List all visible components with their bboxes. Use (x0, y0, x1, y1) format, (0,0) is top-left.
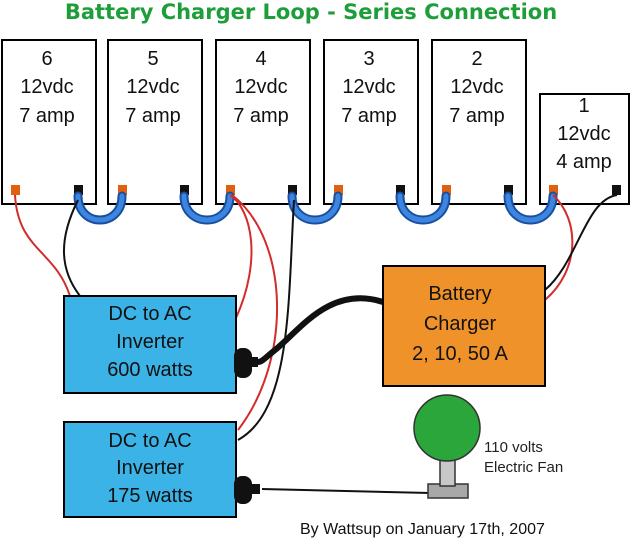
inverter-175: DC to AC Inverter 175 watts (63, 421, 260, 518)
battery-3-positive-terminal (334, 185, 343, 195)
battery-1-negative-terminal (612, 185, 621, 195)
battery-6: 6 12vdc 7 amp (1, 39, 97, 205)
battery-3-number: 3 (363, 48, 374, 70)
battery-6-current: 7 amp (19, 105, 75, 127)
inverter-175-line1: DC to AC (108, 430, 191, 452)
cable-charger-to-inverter-600 (257, 295, 384, 365)
red-wire-b4-to-inverter-175 (231, 194, 279, 431)
inverter-175-plug (234, 476, 252, 504)
inverter-600-line3: 600 watts (107, 359, 193, 381)
battery-2: 2 12vdc 7 amp (431, 39, 527, 205)
diagram-title: Battery Charger Loop - Series Connection (65, 0, 557, 24)
battery-3: 3 12vdc 7 amp (323, 39, 419, 205)
battery-1-number: 1 (578, 95, 589, 117)
red-wire-b4-to-inverter-600 (229, 194, 253, 319)
battery-4-voltage: 12vdc (234, 76, 287, 98)
inverter-600-line1: DC to AC (108, 303, 191, 325)
battery-4-positive-terminal (226, 185, 235, 195)
inverter-175-line3: 175 watts (107, 485, 193, 507)
battery-charger: Battery Charger 2, 10, 50 A (382, 265, 546, 387)
battery-4-number: 4 (255, 48, 266, 70)
battery-4-current: 7 amp (233, 105, 289, 127)
battery-4-negative-terminal (288, 185, 297, 195)
battery-5-current: 7 amp (125, 105, 181, 127)
charger-line2: Charger (424, 313, 497, 335)
red-wire-b1-to-charger (544, 194, 574, 301)
battery-2-positive-terminal (442, 185, 451, 195)
fan-label-line2: Electric Fan (484, 459, 563, 476)
inverter-600-plug (234, 348, 252, 378)
cable-inverter-175-to-fan (261, 488, 431, 494)
battery-1: 1 12vdc 4 amp (539, 93, 630, 205)
charger-line3: 2, 10, 50 A (412, 343, 508, 365)
battery-6-positive-terminal (11, 185, 20, 195)
battery-2-current: 7 amp (449, 105, 505, 127)
wires (14, 194, 618, 494)
battery-2-negative-terminal (504, 185, 513, 195)
battery-1-current: 4 amp (556, 151, 612, 173)
battery-5-negative-terminal (180, 185, 189, 195)
fan-label-line1: 110 volts (484, 439, 543, 456)
author-credit: By Wattsup on January 17th, 2007 (300, 521, 545, 538)
battery-6-number: 6 (41, 48, 52, 70)
battery-2-number: 2 (471, 48, 482, 70)
battery-3-current: 7 amp (341, 105, 397, 127)
battery-6-negative-terminal (74, 185, 83, 195)
fan-head (413, 394, 481, 462)
black-wire-b1-to-charger (544, 194, 618, 291)
battery-2-voltage: 12vdc (450, 76, 503, 98)
battery-5-voltage: 12vdc (126, 76, 179, 98)
red-wire-b6-to-inverter-600 (14, 194, 71, 297)
battery-3-voltage: 12vdc (342, 76, 395, 98)
battery-5: 5 12vdc 7 amp (107, 39, 203, 205)
battery-6-voltage: 12vdc (20, 76, 73, 98)
black-wire-b3-to-inverter-175 (237, 199, 295, 441)
battery-5-positive-terminal (118, 185, 127, 195)
battery-5-number: 5 (147, 48, 158, 70)
battery-1-positive-terminal (549, 185, 558, 195)
inverter-600: DC to AC Inverter 600 watts (63, 295, 258, 394)
inverter-175-line2: Inverter (116, 457, 184, 479)
inverter-600-line2: Inverter (116, 331, 184, 353)
black-wire-b6-to-inverter-600 (62, 199, 81, 297)
electric-fan: 110 volts Electric Fan (413, 394, 563, 499)
battery-1-voltage: 12vdc (557, 123, 610, 145)
charger-line1: Battery (428, 283, 491, 305)
battery-4: 4 12vdc 7 amp (215, 39, 311, 205)
battery-3-negative-terminal (396, 185, 405, 195)
